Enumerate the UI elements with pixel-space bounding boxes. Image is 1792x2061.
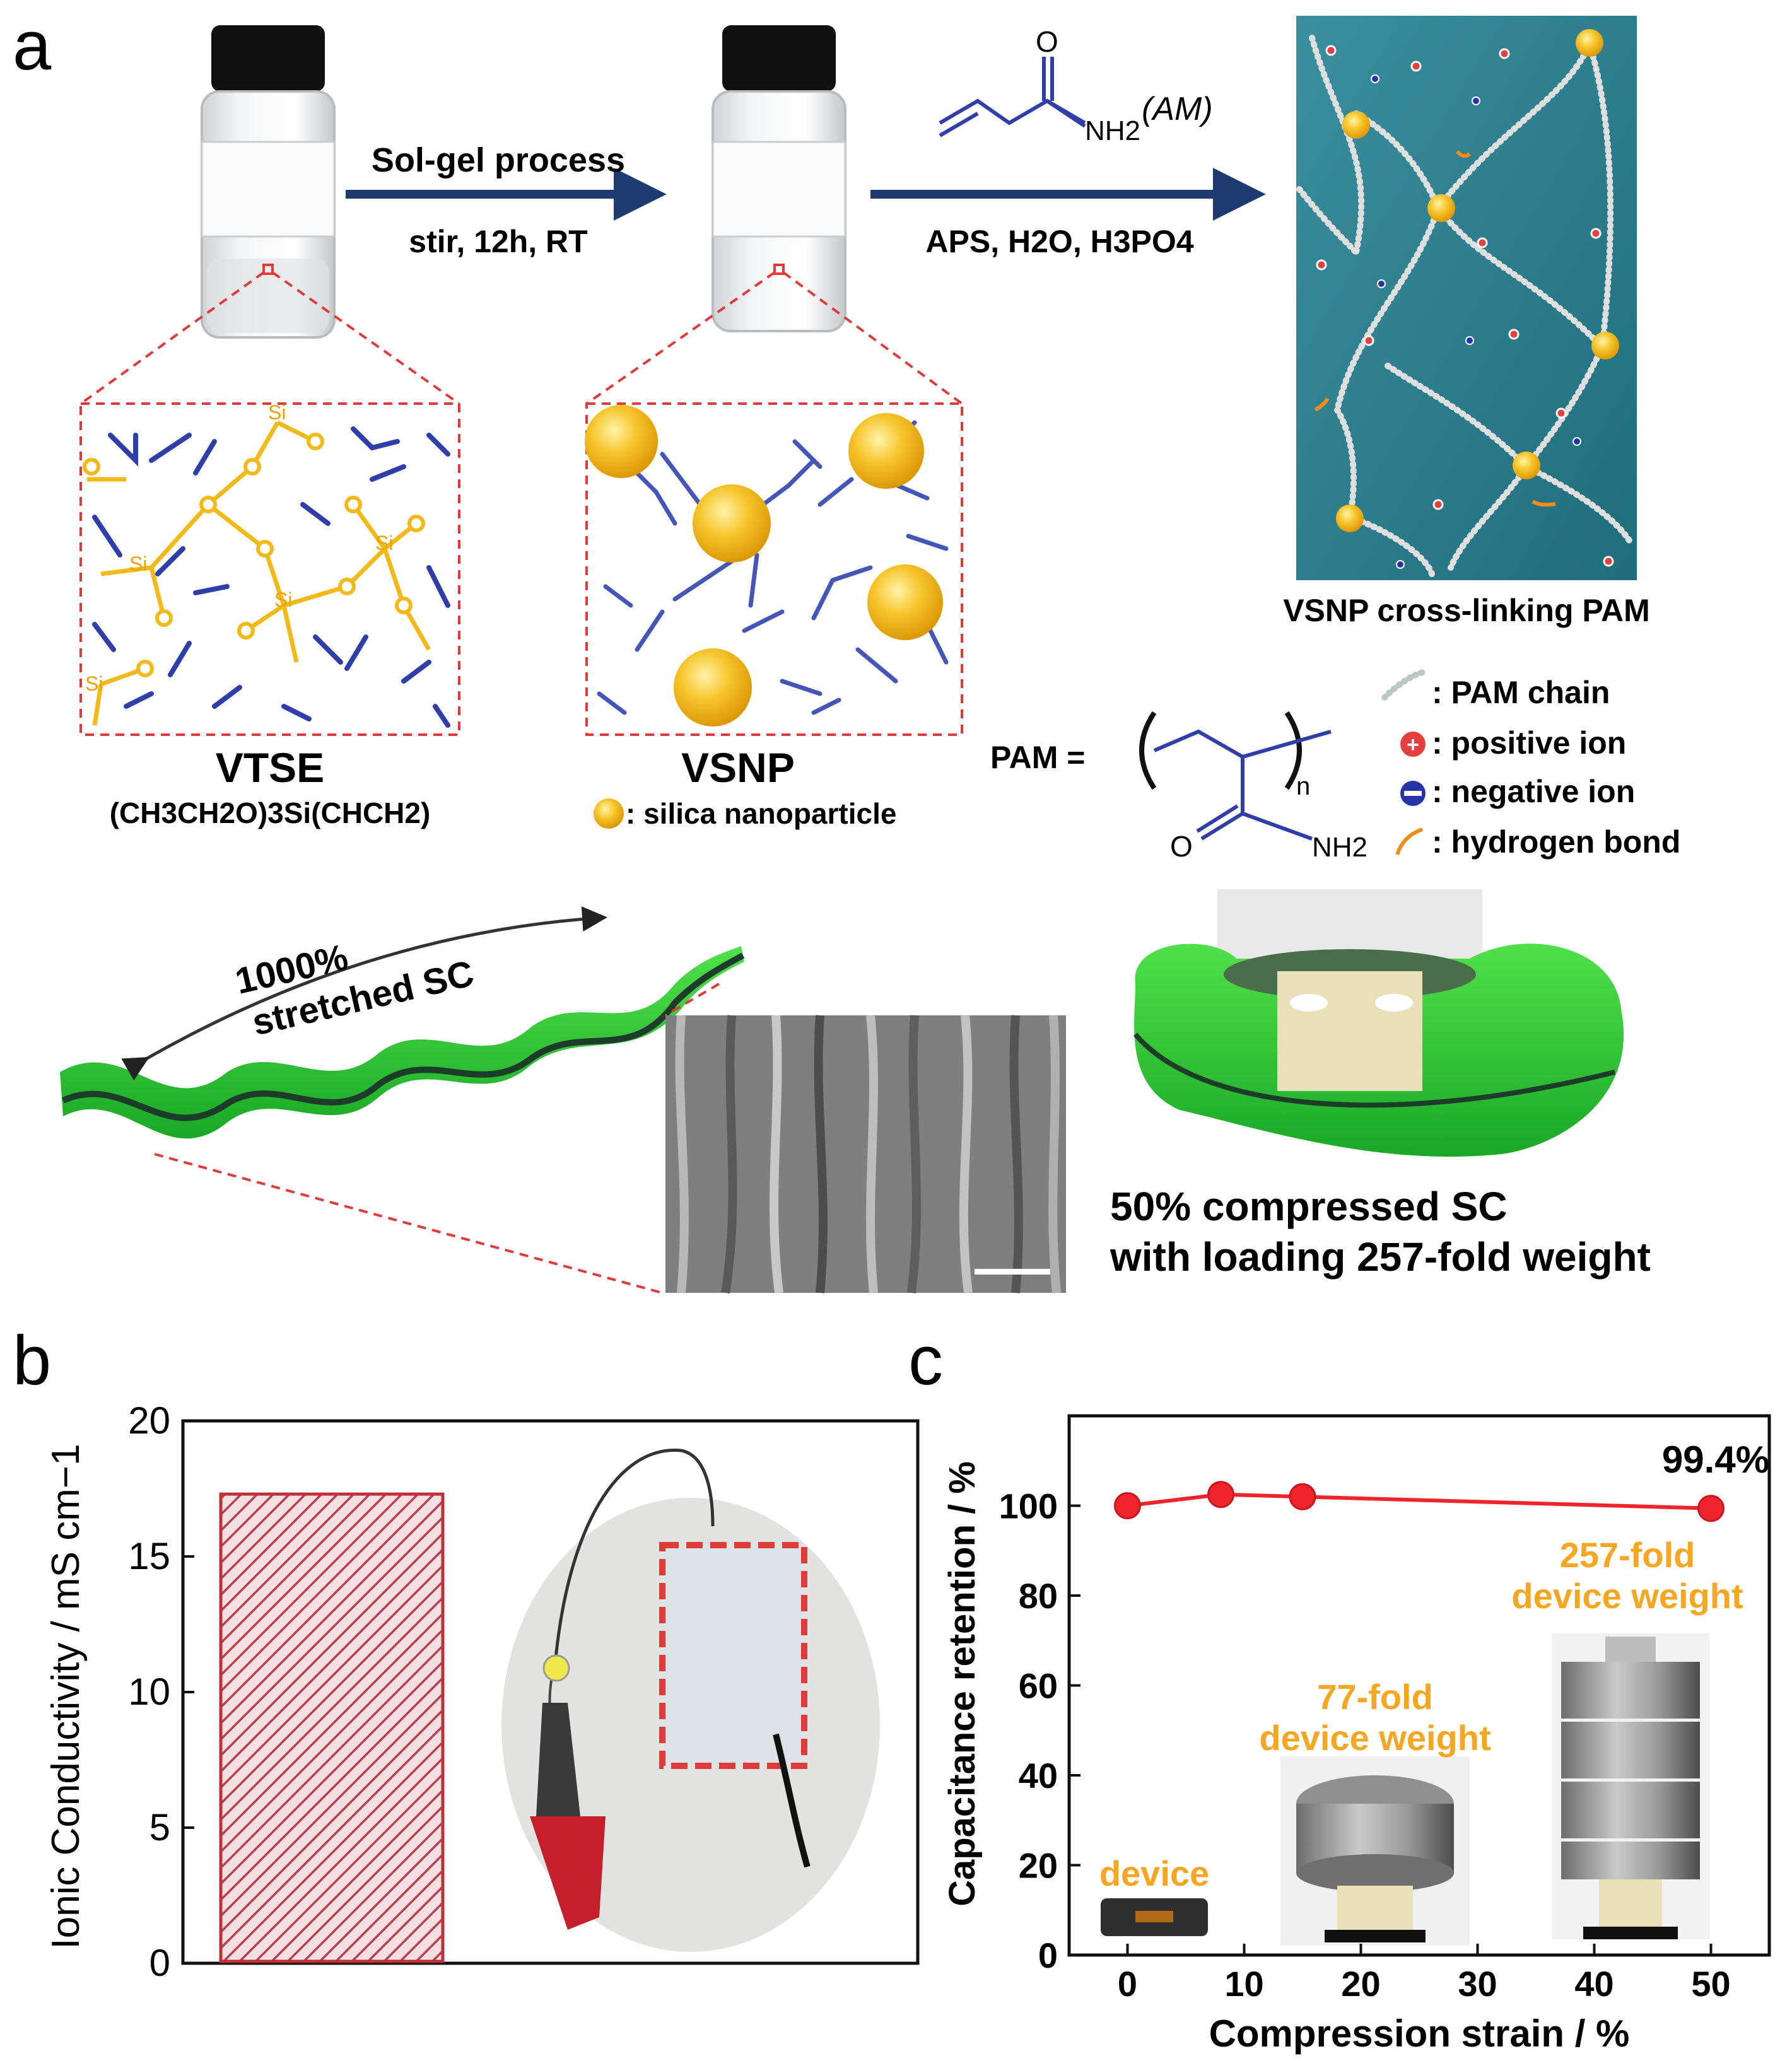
- silica-legend-label: : silica nanoparticle: [626, 797, 896, 830]
- network-caption: VSNP cross-linking PAM: [1283, 593, 1650, 628]
- si-atom: Si: [85, 672, 103, 695]
- vtse-network: Si Si Si Si Si: [83, 401, 450, 728]
- chart-c-annotation: 99.4%: [1662, 1439, 1769, 1481]
- chart-b-ytick-label: 5: [149, 1806, 170, 1848]
- stretch-arrow: [121, 906, 607, 1081]
- hydrogen-bond-icon: [1395, 827, 1424, 856]
- arrow2-bottom-label: APS, H2O, H3PO4: [925, 224, 1193, 259]
- weight-257-photo: [1552, 1633, 1709, 1939]
- vsnp-pam-network: [1296, 16, 1637, 580]
- led-icon: [542, 1654, 570, 1682]
- chart-b-ytick-label: 20: [128, 1399, 170, 1442]
- chart-c-ytick-label: 100: [999, 1486, 1058, 1526]
- chart-c-series-line: [1127, 1492, 1711, 1510]
- monomer-nh2: NH2: [1085, 115, 1140, 146]
- chart-c-point: [1114, 1492, 1141, 1519]
- vtse-formula: (CH3CH2O)3Si(CHCH2): [110, 797, 431, 829]
- vsnp-title: VSNP: [681, 744, 795, 791]
- chart-c-xtick-label: 50: [1691, 1964, 1730, 2004]
- legend-item: : PAM chain: [1432, 675, 1610, 710]
- monomer-am-label: (AM): [1142, 91, 1213, 127]
- scale-bar: [975, 1269, 1050, 1275]
- arrow1-top-label: Sol-gel process: [372, 141, 625, 179]
- pam-oxygen: O: [1170, 830, 1193, 863]
- chart-c-point: [1697, 1495, 1725, 1522]
- silica-particles: [585, 405, 943, 727]
- chart-b-ytick-label: 10: [128, 1671, 170, 1713]
- chart-b-ytick-label: 0: [149, 1942, 170, 1984]
- pam-chain-legend-icon: [1381, 669, 1426, 701]
- chart-c-ytick-label: 0: [1038, 1935, 1058, 1975]
- chart-c-xtick-label: 0: [1118, 1964, 1137, 2004]
- chart-c-xtick-label: 20: [1341, 1964, 1380, 2004]
- label-257-line2: device weight: [1511, 1576, 1743, 1616]
- arrow1-bottom-label: stir, 12h, RT: [409, 224, 587, 259]
- monomer-structure: [939, 57, 1086, 137]
- vial-vsnp: [712, 25, 846, 332]
- pam-nh2: NH2: [1312, 832, 1367, 863]
- chart-c-ylabel: Capacitance retention / %: [942, 1461, 983, 1906]
- pam-n: n: [1296, 773, 1310, 800]
- label-257-line1: 257-fold: [1560, 1535, 1695, 1575]
- sem-image: [665, 1015, 1066, 1294]
- device-photo: [1101, 1898, 1208, 1936]
- label-device: device: [1099, 1854, 1209, 1893]
- si-atom: Si: [268, 401, 286, 424]
- chart-b-photo: [501, 1449, 880, 1952]
- vsnp-network: [585, 405, 949, 727]
- silica-legend-icon: [594, 798, 624, 829]
- electrolyte-dashed-box: [659, 1542, 807, 1769]
- svg-text:+: +: [1407, 733, 1419, 757]
- chart-c-point: [1289, 1483, 1316, 1510]
- chart-b-ytick-label: 15: [128, 1535, 170, 1577]
- compressed-supercapacitor: [1133, 889, 1624, 1157]
- panel-a-letter: a: [13, 7, 52, 85]
- pam-equals: PAM =: [990, 740, 1086, 775]
- chart-b-bar: [219, 1492, 445, 1963]
- chart-c-xtick-label: 30: [1458, 1964, 1497, 2004]
- network-legend: : PAM chain + : positive ion : negative …: [1381, 669, 1680, 860]
- pam-structure: [1139, 711, 1332, 841]
- si-atom: Si: [274, 588, 292, 611]
- chart-b-ylabel: Ionic Conductivity / mS cm−1: [44, 1444, 88, 1949]
- legend-item: : hydrogen bond: [1432, 824, 1680, 860]
- chart-c: device 77-fold device weight 257-fold de…: [999, 1414, 1771, 2004]
- sem-zoom-lines: [154, 983, 720, 1294]
- vtse-title: VTSE: [216, 744, 324, 791]
- chart-c-ytick-label: 40: [1019, 1756, 1058, 1795]
- chart-c-ytick-label: 80: [1019, 1576, 1058, 1616]
- si-atom: Si: [375, 532, 393, 554]
- chart-c-xlabel: Compression strain / %: [1209, 2012, 1630, 2055]
- chart-c-point: [1207, 1481, 1234, 1509]
- chart-b: 0 5 10 15 20: [128, 1399, 920, 1984]
- label-77-line1: 77-fold: [1317, 1677, 1433, 1717]
- legend-item: : positive ion: [1432, 725, 1626, 761]
- chart-c-ytick-label: 60: [1019, 1666, 1058, 1706]
- si-atom: Si: [129, 552, 147, 575]
- compress-label-line1: 50% compressed SC: [1110, 1184, 1508, 1229]
- monomer-oxygen: O: [1036, 25, 1058, 58]
- vial-vtse: [201, 25, 336, 339]
- weight-77-photo: [1280, 1756, 1470, 1946]
- legend-item: : negative ion: [1432, 774, 1635, 809]
- positive-ion-icon: [1400, 732, 1426, 757]
- chart-c-ytick-label: 20: [1019, 1846, 1058, 1886]
- zoom-lines-vtse: [79, 271, 460, 736]
- zoom-lines-vsnp: [585, 271, 963, 736]
- panel-c-letter: c: [908, 1322, 943, 1399]
- chart-c-xtick-label: 10: [1224, 1964, 1263, 2004]
- chart-c-xtick-label: 40: [1574, 1964, 1613, 2004]
- label-77-line2: device weight: [1259, 1718, 1490, 1758]
- panel-b-letter: b: [13, 1322, 51, 1399]
- compress-label-line2: with loading 257-fold weight: [1110, 1234, 1651, 1280]
